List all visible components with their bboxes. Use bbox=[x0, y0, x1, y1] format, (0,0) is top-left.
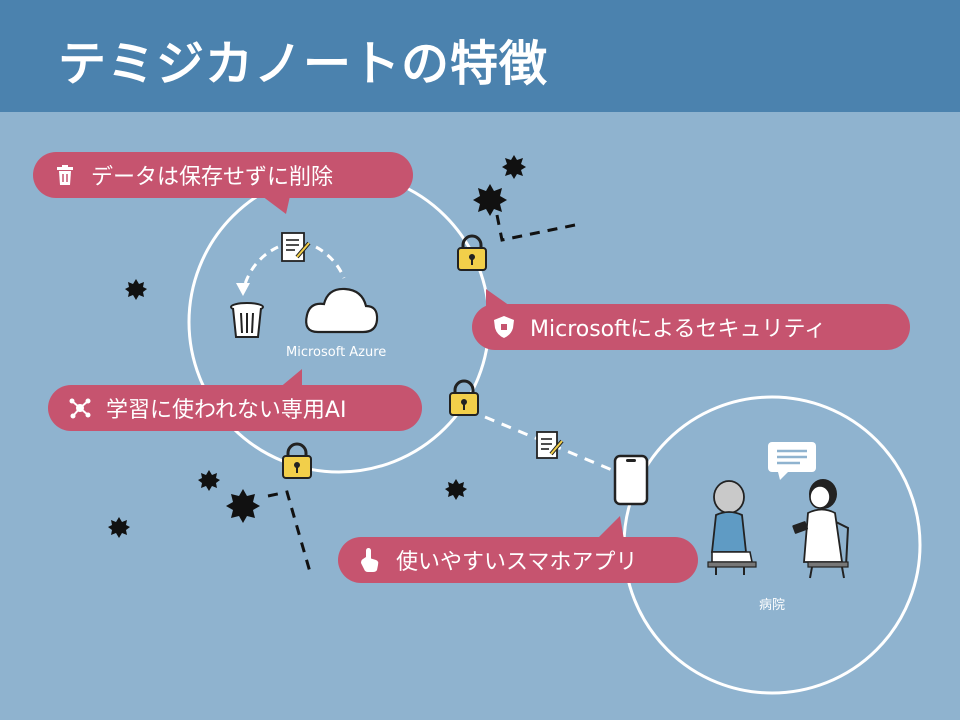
lock-icon bbox=[282, 442, 312, 479]
cycle-arrow-head bbox=[236, 283, 250, 296]
cycle-arrow bbox=[315, 245, 346, 279]
touch-icon bbox=[358, 548, 382, 572]
memo-icon bbox=[536, 431, 564, 459]
lock-icon bbox=[449, 379, 479, 416]
doctor-figure bbox=[792, 479, 850, 579]
feature-label: 使いやすいスマホアプリ bbox=[396, 550, 638, 575]
bubble-tail bbox=[262, 196, 290, 214]
virus-icon bbox=[445, 479, 467, 500]
chat-icon bbox=[768, 442, 816, 480]
cycle-arrow bbox=[241, 245, 279, 293]
virus-icon bbox=[198, 470, 220, 491]
trash-icon bbox=[53, 163, 77, 187]
cloud-icon bbox=[305, 287, 379, 334]
trash-bin-icon bbox=[230, 302, 264, 338]
virus-icon bbox=[502, 155, 526, 179]
shield-icon bbox=[492, 315, 516, 339]
blocked-attack-line bbox=[495, 214, 581, 242]
virus-icon bbox=[226, 489, 260, 523]
virus-icon bbox=[108, 517, 130, 538]
feature-label: データは保存せずに削除 bbox=[91, 165, 334, 190]
network-icon bbox=[68, 396, 92, 420]
bubble-tail bbox=[596, 516, 624, 540]
hospital-label: 病院 bbox=[759, 598, 786, 613]
virus-icon bbox=[473, 184, 507, 216]
feature-label: Microsoftによるセキュリティ bbox=[530, 317, 827, 342]
connection-line bbox=[484, 415, 613, 472]
blocked-attack-line bbox=[267, 490, 312, 573]
feature-security: Microsoftによるセキュリティ bbox=[472, 304, 910, 350]
bubble-tail bbox=[278, 369, 302, 389]
feature-data-deletion: データは保存せずに削除 bbox=[33, 152, 413, 198]
patient-figure bbox=[707, 480, 757, 575]
feature-label: 学習に使われない専用AI bbox=[106, 398, 347, 423]
lock-icon bbox=[457, 234, 487, 271]
feature-private-ai: 学習に使われない専用AI bbox=[48, 385, 422, 431]
feature-smartphone-app: 使いやすいスマホアプリ bbox=[338, 537, 698, 583]
cloud-label: Microsoft Azure bbox=[286, 345, 387, 360]
page-title: テミジカノートの特徴 bbox=[58, 36, 549, 92]
smartphone-icon bbox=[613, 454, 649, 506]
memo-icon bbox=[281, 232, 311, 262]
header-bar: テミジカノートの特徴 bbox=[0, 0, 960, 112]
virus-icon bbox=[125, 279, 147, 300]
